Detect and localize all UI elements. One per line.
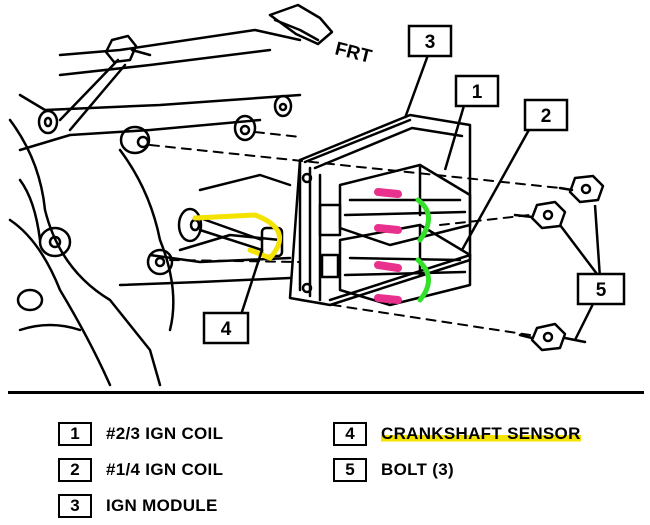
callout-3-label: 3 xyxy=(425,32,436,53)
alignment-lines xyxy=(149,131,561,336)
legend-divider xyxy=(8,391,644,394)
legend-item-4: 4 CRANKSHAFT SENSOR xyxy=(333,419,581,449)
callout-4-label: 4 xyxy=(221,319,232,340)
coil-pack-upper xyxy=(338,163,472,247)
legend-item-5: 5 BOLT (3) xyxy=(333,455,454,485)
front-direction-label: FRT xyxy=(333,38,374,67)
legend-number-5: 5 xyxy=(333,458,367,482)
engine-block xyxy=(8,28,302,387)
callout-1: 1 xyxy=(454,74,500,108)
coil-green-highlights xyxy=(415,197,431,303)
engine-bosses xyxy=(16,94,293,312)
bolt-top xyxy=(558,174,605,204)
legend-number-1: 1 xyxy=(58,422,92,446)
legend-item-3: 3 IGN MODULE xyxy=(58,491,218,521)
callout-5: 5 xyxy=(576,272,626,306)
callout-4: 4 xyxy=(202,311,250,345)
legend-number-3: 3 xyxy=(58,494,92,518)
callout-2: 2 xyxy=(523,98,569,132)
legend-number-4: 4 xyxy=(333,422,367,446)
legend-label-3: IGN MODULE xyxy=(106,496,218,515)
bolt-middle xyxy=(513,200,567,230)
callout-1-label: 1 xyxy=(472,82,483,103)
upper-bolt xyxy=(58,34,152,132)
ignition-assembly-diagram: 3 1 2 4 5 FRT xyxy=(8,3,626,387)
callout-2-label: 2 xyxy=(541,106,552,127)
ign-module-body xyxy=(288,113,472,307)
legend-number-2: 2 xyxy=(58,458,92,482)
front-arrow-icon xyxy=(268,3,334,46)
callout-5-label: 5 xyxy=(596,280,607,301)
coil-terminals xyxy=(374,188,402,304)
legend-item-1: 1 #2/3 IGN COIL xyxy=(58,419,223,449)
callout-3: 3 xyxy=(407,24,453,58)
legend-label-2: #1/4 IGN COIL xyxy=(106,460,224,479)
legend-label-5: BOLT (3) xyxy=(381,460,454,479)
sensor-yellow-highlight xyxy=(192,212,282,261)
legend-label-1: #2/3 IGN COIL xyxy=(106,424,224,443)
coil-pack-lower xyxy=(338,223,472,307)
legend-item-2: 2 #1/4 IGN COIL xyxy=(58,455,223,485)
legend-label-4: CRANKSHAFT SENSOR xyxy=(381,424,581,444)
